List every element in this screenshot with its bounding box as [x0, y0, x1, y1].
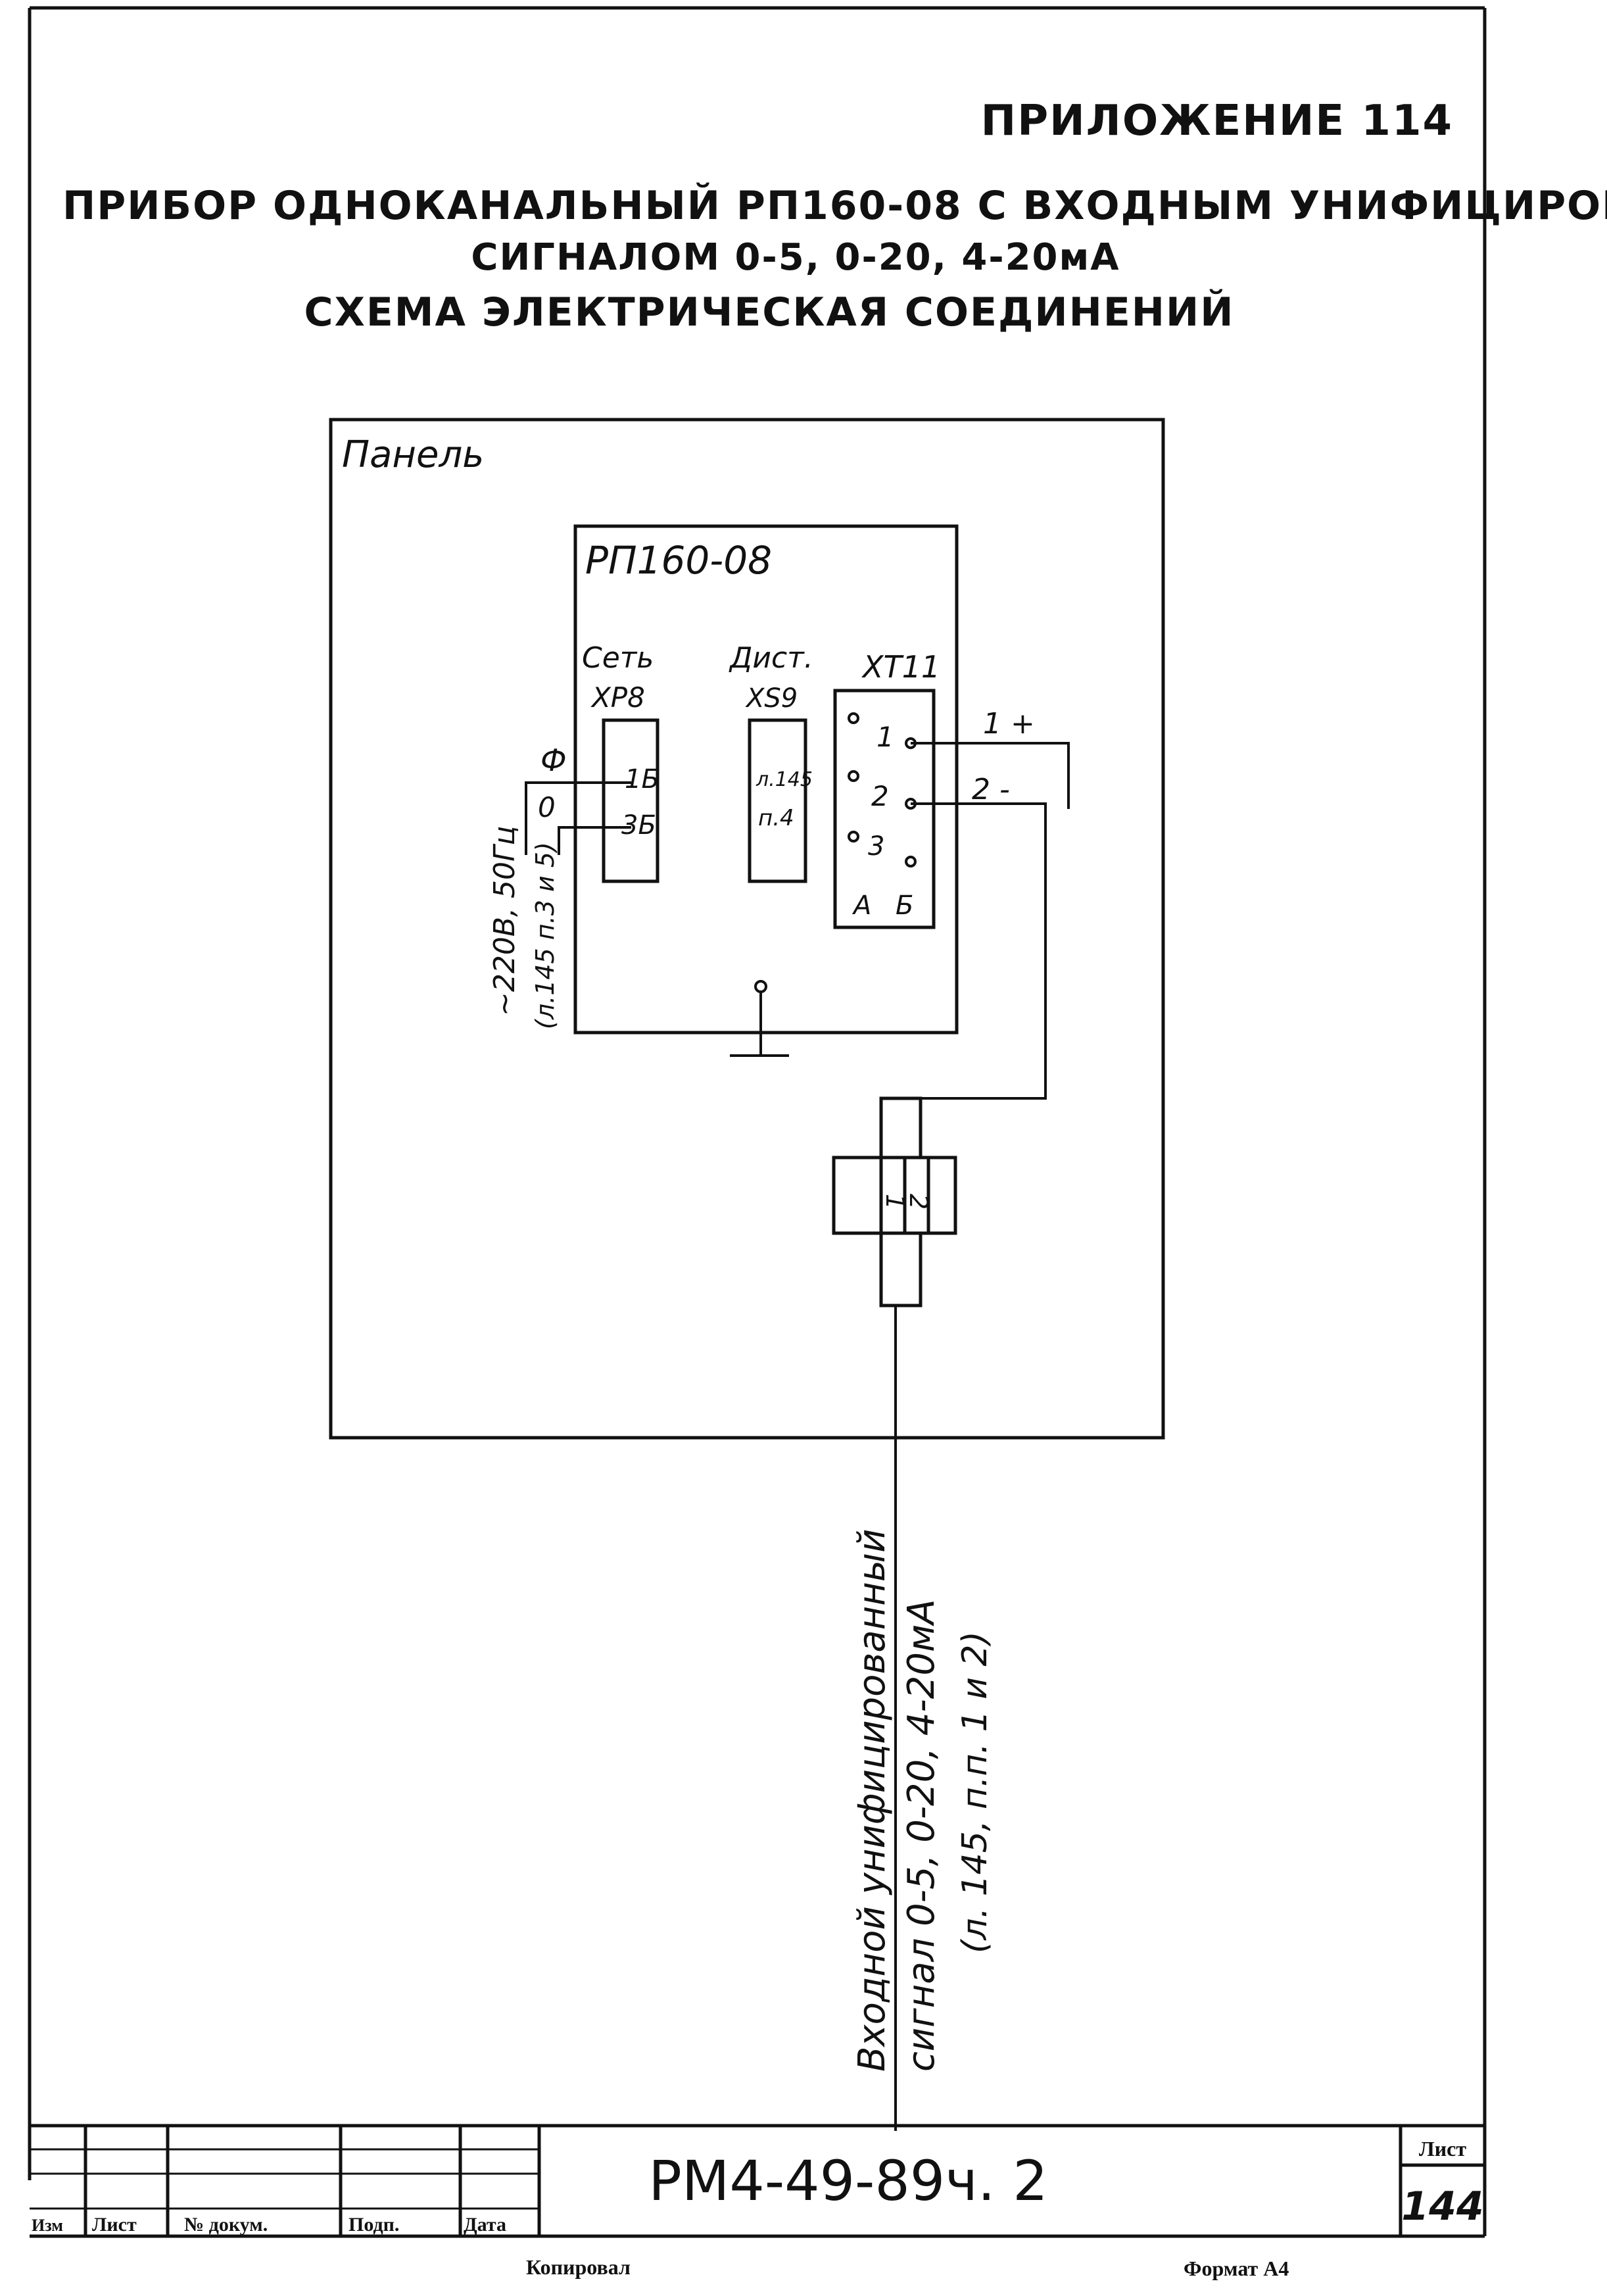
minus-label: 2 -: [972, 773, 1010, 806]
header-doc-number: № докум.: [184, 2214, 268, 2235]
phase-wire: [525, 781, 631, 855]
format-label: Формат А4: [1184, 2257, 1289, 2280]
terminal-row-1: 1: [876, 721, 894, 753]
power-reference: (л.145 п.3 и 5): [531, 842, 560, 1029]
power-pin-1: 1Б: [625, 764, 660, 794]
minus-wire: [911, 802, 1047, 1158]
plus-wire: [911, 742, 1070, 809]
remote-connector-name: Дист.: [729, 641, 813, 675]
sheet-number: 144: [1401, 2184, 1483, 2230]
header-change: Изм: [32, 2216, 63, 2235]
title-block: [30, 2124, 1485, 2238]
panel-frame: [329, 418, 1165, 1440]
cable-sleeve-top: [879, 1096, 923, 1160]
plus-label: 1 +: [983, 707, 1035, 741]
connector-pin-1: 1: [880, 1194, 909, 1209]
device-label: РП160-08: [585, 538, 772, 583]
input-signal-line-2: сигнал 0-5, 0-20, 4-20мА: [900, 1599, 943, 2072]
remote-connector: [748, 718, 807, 883]
terminal-col-b: Б: [896, 891, 913, 921]
terminal-block-code: ХТ11: [861, 649, 940, 685]
terminal-block: [833, 689, 936, 929]
title-line-3: СХЕМА ЭЛЕКТРИЧЕСКАЯ СОЕДИНЕНИЙ: [304, 288, 1235, 335]
input-signal-line-1: Входной унифицированный: [851, 1528, 894, 2072]
neutral-label: 0: [538, 791, 556, 823]
ground-symbol: [730, 980, 789, 1057]
connector-pin-2: 2: [904, 1194, 933, 1209]
header-date: Дата: [464, 2214, 506, 2235]
neutral-wire: [558, 826, 631, 855]
cable-sleeve-bottom: [879, 1231, 923, 1307]
cable-connector: [832, 1096, 957, 2131]
copied-label: Копировал: [526, 2255, 631, 2279]
title-line-2: СИГНАЛОМ 0-5, 0-20, 4-20мА: [471, 236, 1120, 279]
header-signature: Подп.: [348, 2214, 399, 2235]
terminal-contact: [848, 831, 859, 843]
power-note: ~220В, 50Гц: [488, 826, 521, 1016]
terminal-contact: [905, 856, 917, 867]
terminal-contact: [848, 770, 859, 782]
phase-label: Ф: [540, 743, 567, 778]
terminal-row-2: 2: [871, 780, 889, 812]
header-sheet: Лист: [92, 2214, 137, 2235]
sheet-label: Лист: [1419, 2137, 1466, 2161]
power-connector-name: Сеть: [582, 641, 654, 675]
terminal-col-a: А: [851, 891, 871, 921]
device-frame: [573, 524, 959, 1035]
sheet-frame: [28, 6, 1487, 2236]
appendix-label: ПРИЛОЖЕНИЕ 114: [981, 97, 1453, 145]
power-wires: [525, 781, 631, 855]
remote-ref-line-2: п.4: [758, 805, 794, 831]
remote-connector-code: ХS9: [745, 683, 798, 714]
terminal-row-3: 3: [868, 831, 884, 862]
panel-label: Панель: [342, 433, 484, 476]
title-line-1: ПРИБОР ОДНОКАНАЛЬНЫЙ РП160-08 С ВХОДНЫМ …: [62, 182, 1607, 229]
input-signal-line-3: (л. 145, п.п. 1 и 2): [955, 1631, 995, 1953]
power-connector-code: ХР8: [590, 681, 645, 714]
power-connector: [602, 718, 660, 883]
document-code: РМ4-49-89ч. 2: [648, 2149, 1047, 2213]
remote-ref-line-1: л.145: [756, 768, 813, 791]
power-pin-2: 3Б: [621, 810, 656, 841]
terminal-contact: [848, 712, 859, 724]
